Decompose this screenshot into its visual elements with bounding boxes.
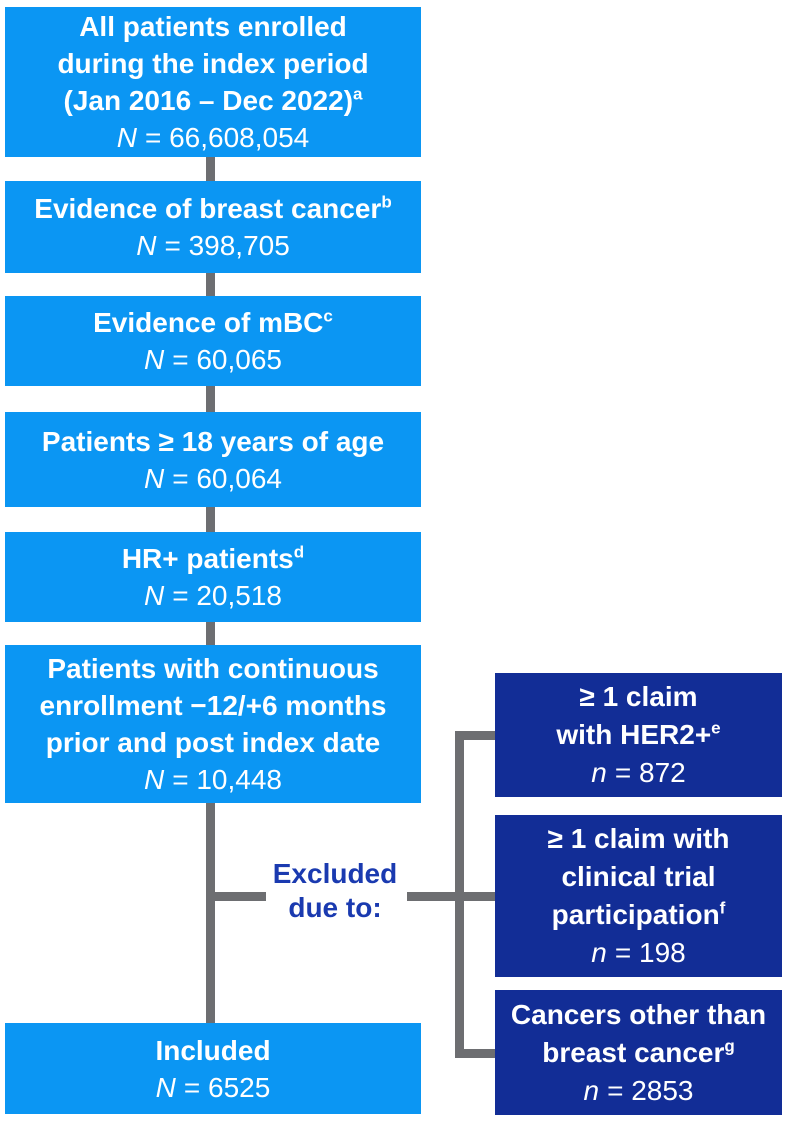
count-symbol: N [143,462,165,494]
box-count-line: N= 60,064 [144,460,282,497]
box-count-line: N= 10,448 [144,761,282,798]
box-title-line: Evidence of mBCc [93,306,333,338]
connector-box1-box2 [206,157,215,181]
excluded-label-line: Excluded [272,858,398,889]
connector-branch-other-cancers [455,1049,495,1058]
count-symbol: N [143,764,165,795]
box-title-line: Patients ≥ 18 years of age [41,425,385,457]
footnote-marker-c: c [323,306,333,326]
count-symbol: n [591,757,607,788]
connector-branch-her2 [455,731,495,740]
count-symbol: n [583,1074,600,1106]
box-count-line: N= 20,518 [144,577,282,614]
flow-box-enrolled: All patients enrolled during the index p… [5,7,421,157]
connector-excluded-left [206,892,266,901]
box-title-line: Patients with continuous [47,653,379,684]
count-symbol: N [143,580,165,611]
box-title-line: enrollment −12/+6 months [39,690,387,721]
box-title-line: breast cancerg [542,1036,735,1068]
flow-box-age: Patients ≥ 18 years of age N= 60,064 [5,412,421,507]
box-title-line: clinical trial [561,861,716,892]
count-symbol: N [136,230,157,261]
count-value: = 10,448 [172,764,282,795]
excluded-due-to-label: Excluded due to: [250,857,420,925]
count-symbol: N [116,122,137,153]
exclusion-box-her2: ≥ 1 claim with HER2+e n= 872 [495,673,782,797]
box-title-line: participationf [551,898,726,930]
flow-box-included: Included N= 6525 [5,1023,421,1114]
footnote-marker-a: a [353,84,363,104]
flow-box-continuous-enrollment: Patients with continuous enrollment −12/… [5,645,421,803]
count-value: = 66,608,054 [144,122,310,153]
box-title-line: Cancers other than [510,998,767,1030]
box-title-line: Included [155,1034,271,1066]
box-count-line: n= 872 [591,754,685,792]
count-value: = 198 [614,937,686,968]
excluded-label-line: due to: [288,892,382,923]
footnote-marker-d: d [293,542,305,562]
box-title-line: (Jan 2016 – Dec 2022)a [63,84,363,116]
box-count-line: N= 6525 [156,1069,271,1106]
count-value: = 872 [614,757,686,788]
box-title-line: All patients enrolled [79,11,347,42]
flow-box-breast-cancer: Evidence of breast cancerb N= 398,705 [5,181,421,273]
flow-box-mbc: Evidence of mBCc N= 60,065 [5,296,421,386]
exclusion-box-clinical-trial: ≥ 1 claim with clinical trial participat… [495,815,782,977]
connector-box2-box3 [206,273,215,296]
connector-excluded-right [407,892,495,901]
connector-box6-included [206,803,215,1023]
connector-box3-box4 [206,386,215,412]
box-title-line: prior and post index date [45,727,381,758]
footnote-marker-g: g [724,1036,735,1056]
footnote-marker-e: e [711,718,721,738]
footnote-marker-b: b [381,192,392,212]
count-symbol: N [143,344,165,375]
box-count-line: n= 198 [591,934,685,972]
count-value: = 398,705 [164,230,290,261]
exclusion-box-other-cancers: Cancers other than breast cancerg n= 285… [495,990,782,1115]
count-symbol: N [155,1071,176,1103]
count-value: = 6525 [183,1071,271,1103]
count-value: = 2853 [607,1074,694,1106]
footnote-marker-f: f [719,898,726,918]
count-value: = 20,518 [172,580,282,611]
box-title-line: HR+ patientsd [121,542,305,574]
connector-box4-box5 [206,507,215,532]
count-symbol: n [591,937,607,968]
box-count-line: N= 66,608,054 [117,119,310,156]
flow-box-hr-positive: HR+ patientsd N= 20,518 [5,532,421,622]
count-value: = 60,064 [172,462,282,494]
box-title-line: Evidence of breast cancerb [34,192,392,224]
box-title-line: with HER2+e [556,718,721,750]
box-count-line: N= 60,065 [144,341,282,378]
box-title-line: ≥ 1 claim [579,681,698,712]
box-title-line: during the index period [57,48,369,79]
box-title-line: ≥ 1 claim with [547,823,730,854]
box-count-line: N= 398,705 [136,227,290,264]
connector-box5-box6 [206,622,215,645]
count-value: = 60,065 [172,344,282,375]
connector-exclusion-branch-vertical [455,731,464,1058]
box-count-line: n= 2853 [584,1072,694,1110]
